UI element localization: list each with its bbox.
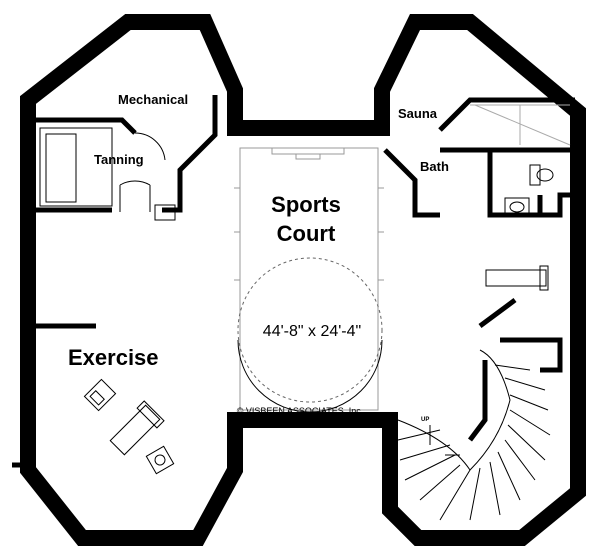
room-label-sauna: Sauna [398,106,438,121]
exterior-wall [20,13,586,546]
sports-court-lines [234,147,384,411]
room-label-sports-court-2: Court [277,221,336,246]
treadmill-right [485,265,549,291]
tanning-bed [39,127,113,207]
room-label-exercise: Exercise [68,345,159,370]
copyright-notice: © VISBEEN ASSOCIATES, Inc. [237,406,364,416]
interior-walls-right [383,97,578,442]
stairs-up-label: UP [421,417,429,423]
stairs [397,349,551,521]
court-boundary-arc [237,339,383,413]
court-dimensions: 44'-8" x 24'-4" [263,323,361,340]
room-label-mechanical: Mechanical [118,92,188,107]
room-label-tanning: Tanning [94,152,144,167]
doors-left [119,132,176,221]
room-label-bath: Bath [420,159,449,174]
shower [470,104,571,146]
exercise-equipment [83,378,175,475]
room-label-sports-court: Sports [271,192,341,217]
toilet [504,164,554,215]
interior-walls-left [12,95,218,468]
